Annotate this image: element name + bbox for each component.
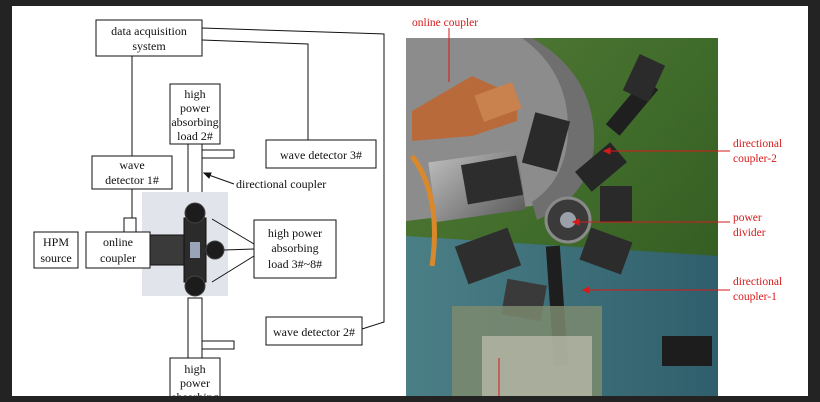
absorbing-load-a [521,112,571,172]
load-bottom-label-3: absorbing [171,390,218,396]
support-frame [482,336,592,396]
connection-lines [131,27,385,330]
directional-coupler-2-body [575,142,627,192]
daq-label-1: data acquisition [111,24,187,38]
wave-detector-2-box [265,316,363,346]
directional-coupler-1-annotation-1: directional [733,276,782,288]
power-divider-annotation-1: power [733,212,762,224]
load-bottom-label-1: high [184,362,205,376]
power-divider-annotation-2: divider [733,227,766,239]
directional-coupler-1-annotation-2: coupler-1 [733,291,777,303]
pointer-arrows [202,172,255,283]
load-2-box [169,83,221,145]
absorbing-load-c [600,186,632,222]
online-coupler-label-2: coupler [100,251,136,265]
wave-detector-1-box [91,155,173,190]
figure-frame: data acquisition system high power absor… [12,6,808,396]
online-coupler-box [85,231,151,269]
wave-detector-1-label-2: detector 1# [105,173,159,187]
load-2-label-3: absorbing [171,115,218,129]
load-2-label-2: power [180,101,210,115]
hpm-source-label-1: HPM [43,235,69,249]
absorbing-load-b [622,53,666,103]
absorbing-load-d [454,227,522,285]
absorbing-load-e [579,227,633,275]
chamber-flange [522,38,595,220]
hardware-photo: online coupler directional coupler-2 pow… [406,17,782,396]
daq-label-2: system [132,39,166,53]
hpm-source-label-2: source [40,251,71,265]
orange-cable [409,154,437,267]
power-divider-center [560,212,576,228]
hpm-source-box [33,231,79,269]
load-3-8-label-3: load 3#~8# [268,257,322,271]
load-2-label-4: load 2# [177,129,213,143]
coupler-port-2 [201,340,235,350]
photo-content [406,38,718,396]
online-coupler-label-1: online [103,235,133,249]
load-3-8-label-2: absorbing [271,241,318,255]
wave-detector-3-label: wave detector 3# [280,148,362,162]
coupler-port-3 [201,149,235,159]
load-2-label-1: high [184,87,205,101]
load-bottom-label-2: power [180,376,210,390]
load-3-8-box [253,219,337,279]
wave-detector-1-label-1: wave [119,158,144,172]
annotation-leaders [448,28,730,396]
divider-port-top [184,202,206,224]
copper-block [474,82,522,122]
online-coupler-annotation: online coupler [412,17,478,29]
divider-port-bottom [184,275,206,297]
load-bottom-box [169,357,221,396]
detector-module [460,155,524,205]
cable-box [662,336,712,366]
divider-window [190,242,200,258]
block-diagram: data acquisition system high power absor… [33,19,385,396]
load-3-8-label-1: high power [268,226,322,240]
daq-box [95,19,203,57]
directional-coupler-2-annotation-2: coupler-2 [733,153,777,165]
directional-coupler-2-annotation-1: directional [733,138,782,150]
directional-coupler-label: directional coupler [236,177,326,191]
wave-detector-3-box [265,139,377,169]
wave-detector-2-label: wave detector 2# [273,325,355,339]
